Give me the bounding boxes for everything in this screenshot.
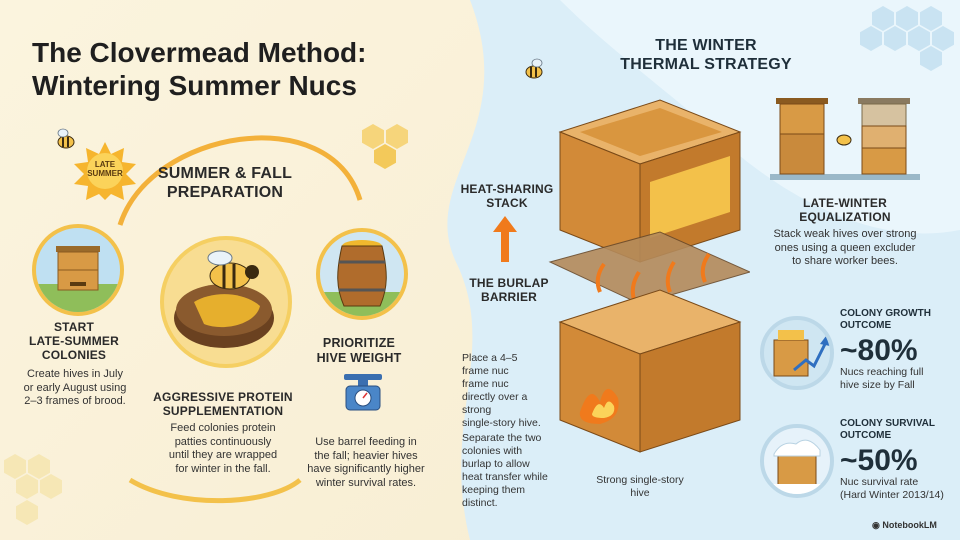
thermal-para2-line: Separate the two xyxy=(462,432,542,444)
page-title: The Clovermead Method: Wintering Summer … xyxy=(32,36,432,102)
thermal-para2-line: burlap to allow xyxy=(462,458,530,470)
equalization-body-line: Stack weak hives over strong xyxy=(773,228,917,240)
step3-heading-line2: HIVE WEIGHT xyxy=(316,351,402,365)
growth-value: ~80% xyxy=(840,334,918,367)
step1-body-line: 2–3 frames of brood. xyxy=(24,395,126,407)
equalization-heading-line2: EQUALIZATION xyxy=(799,210,891,224)
step1-heading-line2: LATE-SUMMER xyxy=(29,334,119,348)
survival-caption-line1: Nuc survival rate xyxy=(840,476,919,488)
thermal-para2: Separate the two colonies with burlap to… xyxy=(462,432,572,510)
growth-caption-line1: Nucs reaching full xyxy=(840,366,924,378)
bottom-hive-caption: Strong single-story hive xyxy=(590,474,690,500)
watermark-text: NotebookLM xyxy=(882,520,937,530)
growth-illustration xyxy=(760,316,834,390)
step3-heading-line1: PRIORITIZE xyxy=(322,336,396,350)
survival-heading: COLONY SURVIVAL OUTCOME xyxy=(840,418,950,442)
step2-body-line: Feed colonies protein xyxy=(170,422,276,434)
heat-label-line1: HEAT-SHARING xyxy=(460,182,554,196)
growth-heading-line1: COLONY GROWTH xyxy=(840,308,931,319)
thermal-para2-line: heat transfer while xyxy=(462,471,548,483)
notebooklm-logo-icon: ◉ xyxy=(872,520,883,530)
step2-heading-line2: SUPPLEMENTATION xyxy=(162,404,284,418)
survival-value: ~50% xyxy=(840,444,918,477)
equalization-hives-illustration xyxy=(770,98,920,180)
thermal-para1-line: directly over a xyxy=(462,391,528,403)
equalization-body-line: to share worker bees. xyxy=(792,255,898,267)
survival-illustration xyxy=(760,424,834,498)
sun-icon xyxy=(74,142,136,200)
step3-heading: PRIORITIZE HIVE WEIGHT xyxy=(310,336,408,366)
step3-body-line: winter survival rates. xyxy=(315,476,417,489)
survival-heading-line2: OUTCOME xyxy=(840,430,892,441)
step2-body-line: until they are wrapped xyxy=(168,449,278,461)
process-arc xyxy=(117,135,363,504)
survival-caption: Nuc survival rate (Hard Winter 2013/14) xyxy=(840,476,956,502)
prep-heading: SUMMER & FALL PREPARATION xyxy=(150,164,300,202)
barrel-illustration xyxy=(316,228,408,320)
thermal-heading-line1: THE WINTER xyxy=(655,37,757,54)
equalization-heading: LATE-WINTER EQUALIZATION xyxy=(770,196,920,224)
hive-illustration xyxy=(32,224,124,316)
burlap-line2: BARRIER xyxy=(480,290,538,304)
heat-label-line2: STACK xyxy=(486,196,528,210)
thermal-para2-line: keeping them xyxy=(462,484,526,496)
step1-heading: START LATE-SUMMER COLONIES xyxy=(22,320,126,362)
prep-heading-line2: PREPARATION xyxy=(166,184,284,201)
growth-caption-line2: hive size by Fall xyxy=(840,379,915,391)
thermal-para1-line: Place a 4–5 xyxy=(462,352,518,364)
step2-body: Feed colonies protein patties continuous… xyxy=(158,422,288,476)
step1-heading-line3: COLONIES xyxy=(41,348,107,362)
growth-heading-line2: OUTCOME xyxy=(840,320,892,331)
thermal-para2-line: colonies with xyxy=(462,445,523,457)
step3-body: Use barrel feeding in the fall; heavier … xyxy=(304,436,428,490)
burlap-label: THE BURLAP BARRIER xyxy=(454,276,564,304)
step2-body-line: for winter in the fall. xyxy=(175,462,271,475)
sun-label: LATE SUMMER xyxy=(80,160,130,178)
bee-icon xyxy=(57,128,75,149)
step2-heading: AGGRESSIVE PROTEIN SUPPLEMENTATION xyxy=(152,390,294,418)
sun-label-line2: SUMMER xyxy=(87,169,123,178)
scale-icon xyxy=(344,374,382,411)
step3-body-line: Use barrel feeding in xyxy=(315,436,417,448)
hive-stack-illustration xyxy=(548,99,750,453)
growth-heading: COLONY GROWTH OUTCOME xyxy=(840,308,950,332)
thermal-para1-line: strong xyxy=(462,404,492,416)
survival-caption-line2: (Hard Winter 2013/14) xyxy=(840,489,944,501)
thermal-para1-line: frame nuc xyxy=(462,365,509,377)
watermark: ◉ NotebookLM xyxy=(872,520,937,531)
thermal-heading-line2: THERMAL STRATEGY xyxy=(620,56,792,73)
step1-body-line: Create hives in July xyxy=(27,368,123,380)
survival-heading-line1: COLONY SURVIVAL xyxy=(840,418,936,429)
step3-body-line: the fall; heavier hives xyxy=(314,449,418,462)
title-line1: The Clovermead Method: xyxy=(32,37,367,68)
up-arrow-icon xyxy=(493,216,517,262)
heat-sharing-label: HEAT-SHARING STACK xyxy=(452,182,562,210)
thermal-para1: Place a 4–5 frame nuc frame nuc directly… xyxy=(462,352,562,430)
step2-heading-line1: AGGRESSIVE PROTEIN xyxy=(153,390,293,404)
thermal-para1-line: frame nuc xyxy=(462,378,509,390)
bee-icon xyxy=(525,58,543,79)
step1-body-line: or early August using xyxy=(23,381,127,394)
prep-heading-line1: SUMMER & FALL xyxy=(157,165,293,182)
step1-body: Create hives in July or early August usi… xyxy=(14,368,136,409)
thermal-para1-line: single-story hive. xyxy=(462,417,541,429)
equalization-body: Stack weak hives over strong ones using … xyxy=(762,228,928,269)
step3-body-line: have significantly higher xyxy=(307,463,425,475)
thermal-heading: THE WINTER THERMAL STRATEGY xyxy=(598,36,814,74)
step1-heading-line1: START xyxy=(53,320,95,334)
growth-caption: Nucs reaching full hive size by Fall xyxy=(840,366,950,392)
equalization-heading-line1: LATE-WINTER xyxy=(803,196,887,210)
thermal-para2-line: distinct. xyxy=(462,497,498,509)
equalization-body-line: ones using a queen excluder xyxy=(774,241,916,254)
bottom-caption-line2: hive xyxy=(630,487,650,499)
burlap-line1: THE BURLAP xyxy=(469,276,549,290)
title-line2: Wintering Summer Nucs xyxy=(32,70,357,101)
bottom-caption-line1: Strong single-story xyxy=(596,474,684,486)
step2-body-line: patties continuously xyxy=(174,435,272,448)
protein-patty-illustration xyxy=(160,236,292,368)
sun-label-line1: LATE xyxy=(94,160,116,169)
